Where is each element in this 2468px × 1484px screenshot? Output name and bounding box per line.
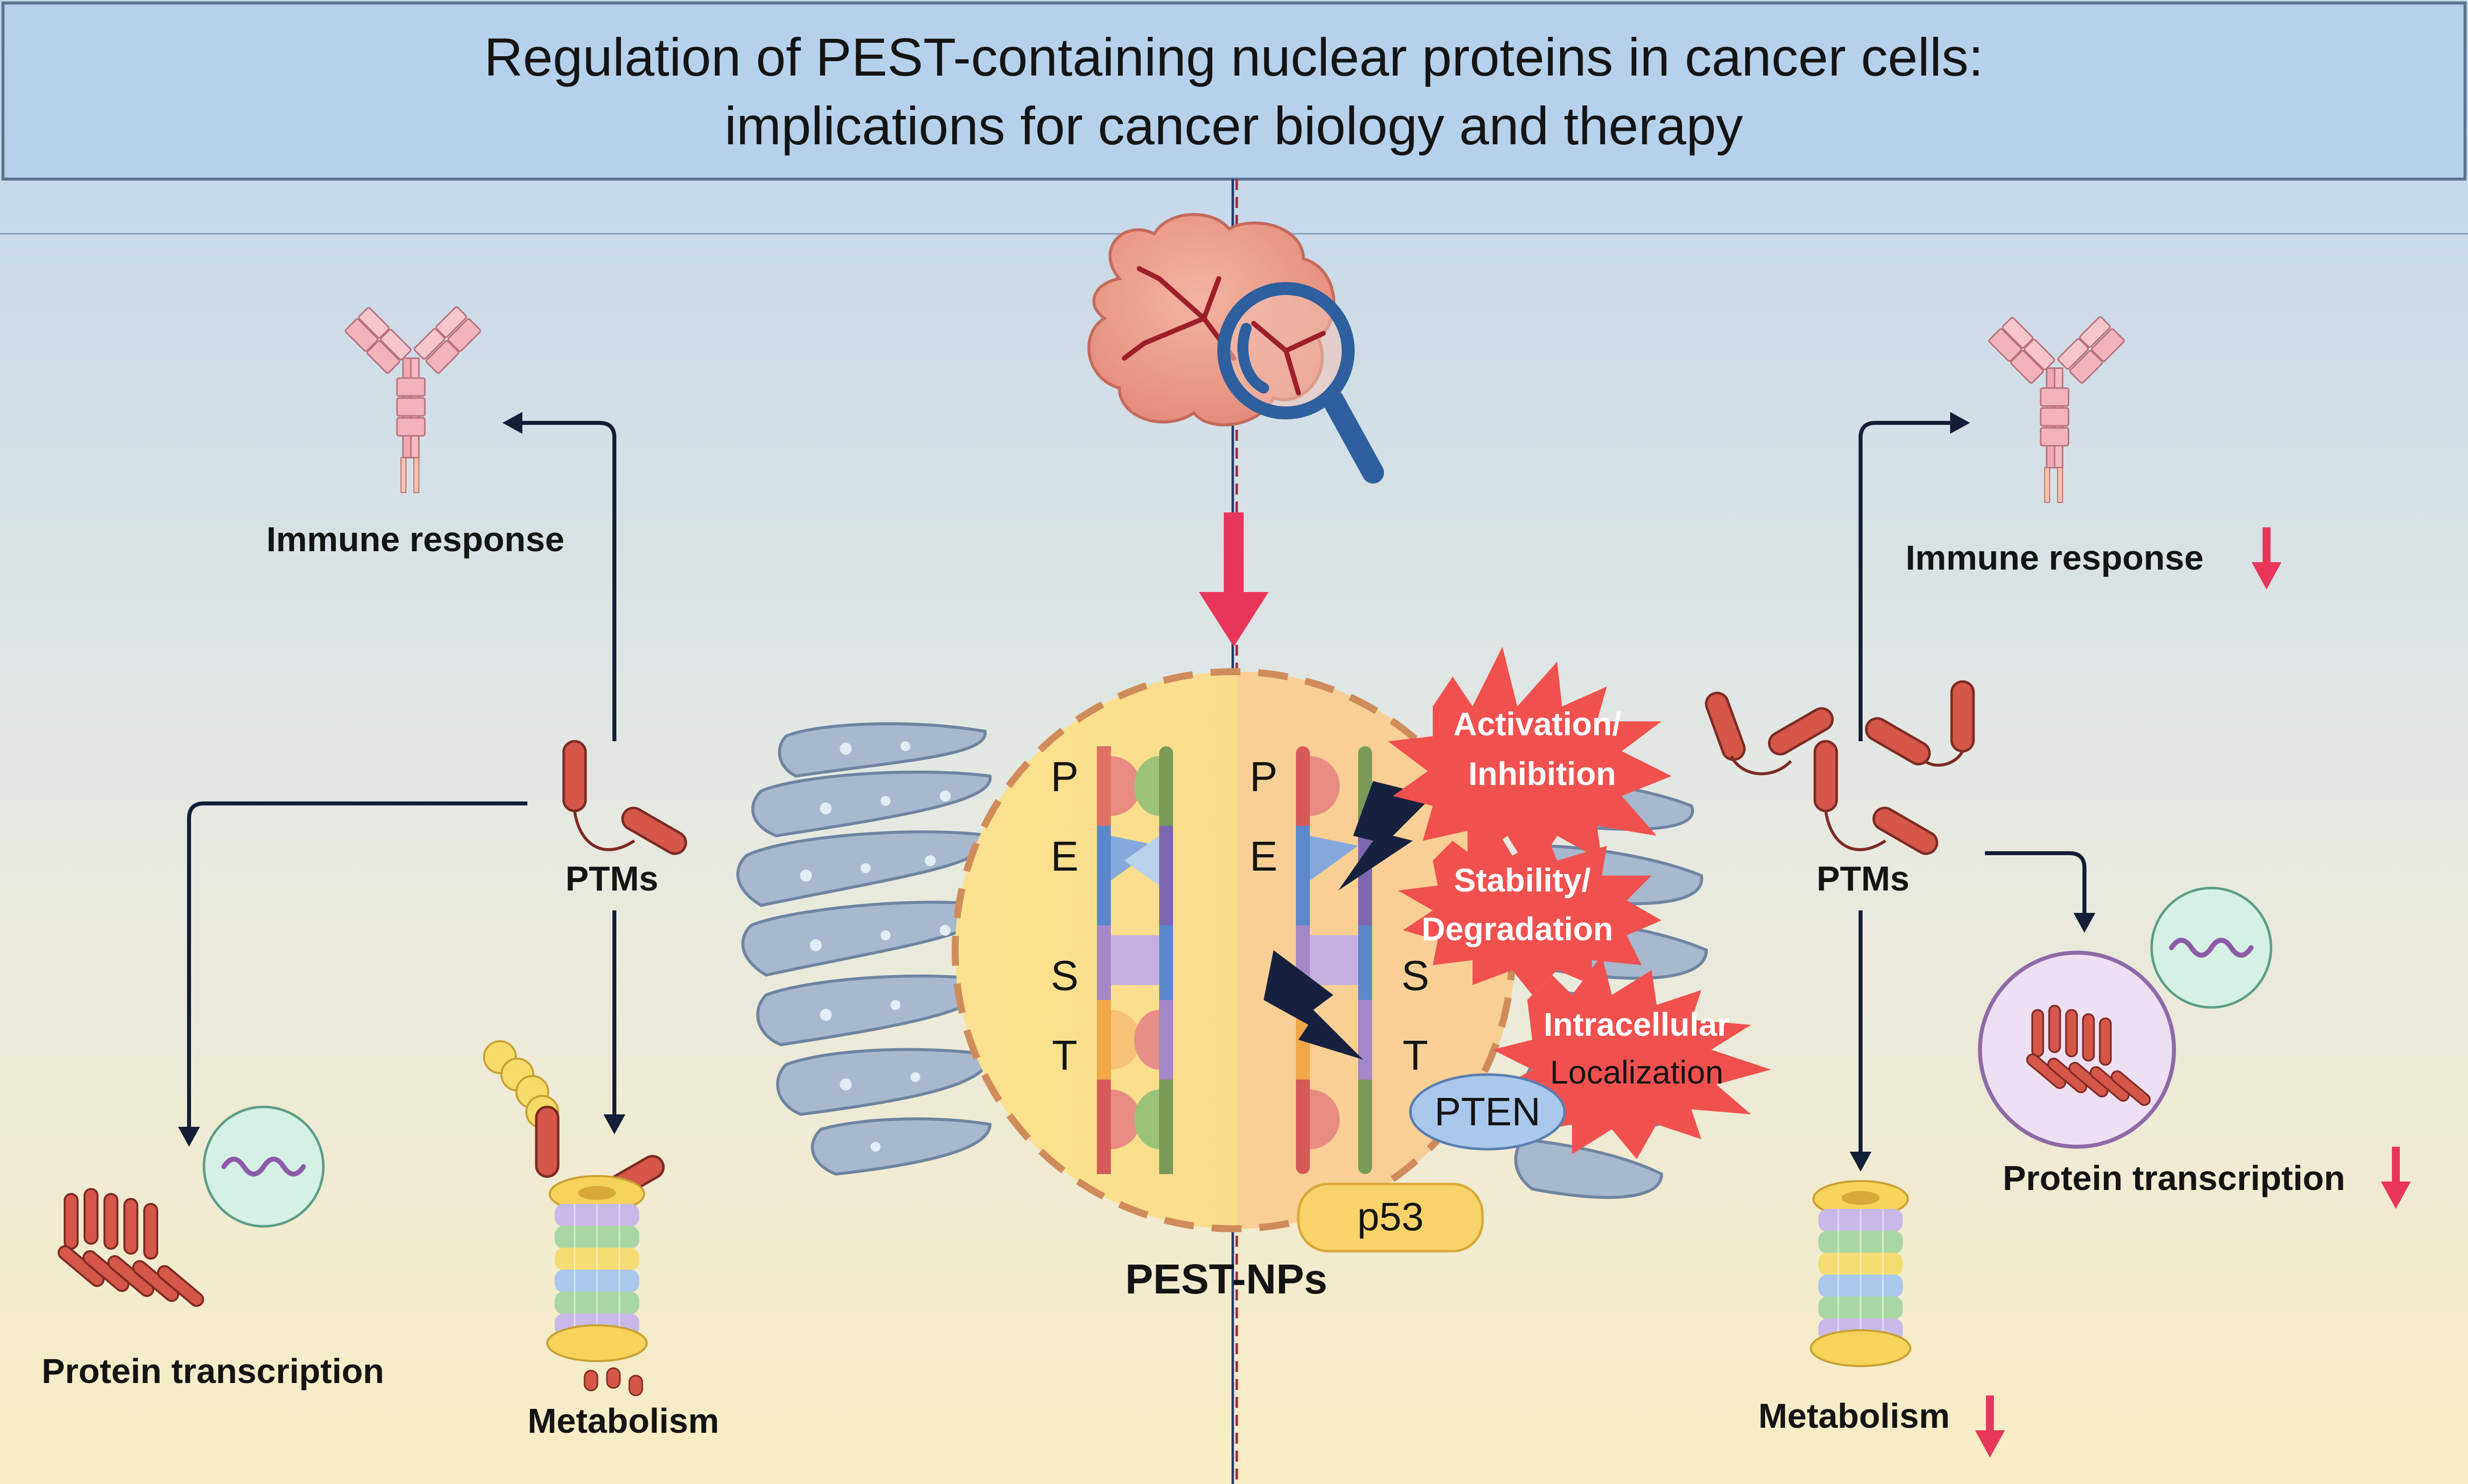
left-transcription-label: Protein transcription [42,1352,384,1390]
pten-label: PTEN [1434,1089,1540,1134]
golgi-left [736,722,992,1176]
proteasome-icon [1810,1180,1911,1367]
pest-letter-p-left: P [1051,753,1079,800]
right-arrows [1859,421,2086,1154]
pest-letter-s-left: S [1051,952,1079,999]
mrna-icon [2152,888,2271,1007]
title-banner: Regulation of PEST-containing nuclear pr… [1,1,2467,181]
lightning-icon [1264,950,1363,1060]
localization-label-1: Intracellular [1544,1006,1730,1043]
pten-protein: PTEN [1409,1073,1566,1151]
right-arrowheads [1850,412,2095,1172]
pest-letter-s-right: S [1401,952,1429,999]
decrease-arrow-icon [2381,1147,2411,1209]
lightning-icon [1338,781,1433,890]
p53-label: p53 [1357,1194,1423,1239]
pest-letter-t-right: T [1402,1032,1428,1079]
pest-letter-e-left: E [1051,833,1079,880]
title-line-1: Regulation of PEST-containing nuclear pr… [484,27,1983,87]
stability-label-2: Degradation [1421,910,1613,947]
decrease-arrow-icon [1975,1395,2005,1458]
proteasome-icon [546,1175,648,1362]
activation-label-1: Activation/ [1453,705,1621,742]
pest-letter-e-right: E [1250,833,1278,880]
cancer-to-nucleus-arrow [1199,512,1269,647]
left-arrows [187,421,616,1134]
pest-letters-right: P E S T [1250,753,1429,1079]
mrna-icon [204,1107,323,1226]
title-line-2: implications for cancer biology and ther… [724,96,1743,156]
pest-nps-label: PEST-NPs [1125,1256,1327,1302]
pest-ladder-left [1097,746,1173,1174]
right-transcription-label: Protein transcription [2003,1159,2345,1197]
localization-label-2: Localization [1550,1054,1724,1090]
right-immune-label: Immune response [1905,538,2203,577]
peptide-fragments-icon [584,1367,643,1396]
stability-burst: Stability/ Degradation [1398,831,1662,995]
stability-label-1: Stability/ [1454,862,1590,898]
p53-protein: p53 [1297,1183,1484,1253]
activation-burst: Activation/ Inhibition [1388,647,1672,876]
right-ptm-label: PTMs [1817,859,1910,898]
left-immune-label: Immune response [266,520,564,559]
pest-letter-p-right: P [1250,753,1278,800]
left-metabolism-label: Metabolism [527,1401,719,1440]
pest-letters-left: P E S T [1051,753,1079,1079]
left-ptm-label: PTMs [566,859,659,898]
right-metabolism-label: Metabolism [1758,1396,1950,1435]
activation-label-2: Inhibition [1469,755,1616,792]
left-arrowheads [178,412,625,1147]
decrease-arrow-icon [2252,527,2281,590]
magnifier-icon [1217,282,1384,484]
ubiquitin-chain-icon [483,1040,559,1129]
pest-letter-t-left: T [1052,1032,1077,1079]
ptm-protein-icon [1705,680,1975,776]
